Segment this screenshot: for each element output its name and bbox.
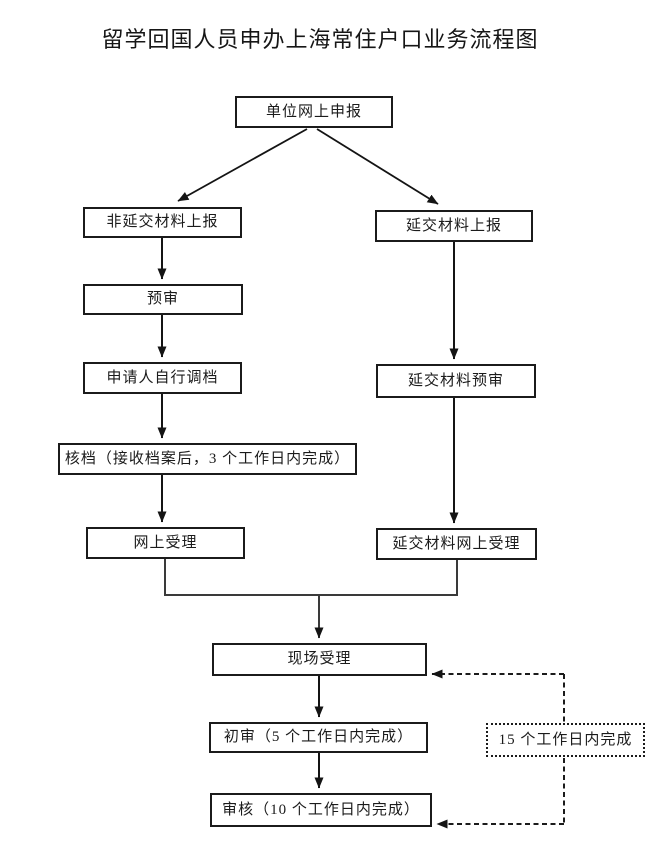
node-non-deferred-submit: 非延交材料上报 [83, 207, 242, 238]
node-deferred-pre-review: 延交材料预审 [376, 364, 536, 398]
node-onsite-accept: 现场受理 [212, 643, 427, 676]
node-declare: 单位网上申报 [235, 96, 393, 128]
node-final-review: 审核（10 个工作日内完成） [210, 793, 432, 827]
page-title: 留学回国人员申办上海常住户口业务流程图 [101, 27, 539, 52]
node-deferred-submit: 延交材料上报 [375, 210, 533, 242]
node-first-review: 初审（5 个工作日内完成） [209, 722, 428, 753]
node-online-accept: 网上受理 [86, 527, 245, 559]
merge-connector [164, 559, 458, 596]
node-archive-check: 核档（接收档案后，3 个工作日内完成） [58, 443, 357, 475]
arrow-declare-to-deferred [316, 128, 439, 205]
arrow-declare-to-non-deferred [177, 128, 308, 202]
node-deferred-online-accept: 延交材料网上受理 [376, 528, 537, 560]
node-deadline-note: 15 个工作日内完成 [486, 723, 645, 757]
node-pre-review: 预审 [83, 284, 243, 315]
node-applicant-archive: 申请人自行调档 [83, 362, 242, 394]
